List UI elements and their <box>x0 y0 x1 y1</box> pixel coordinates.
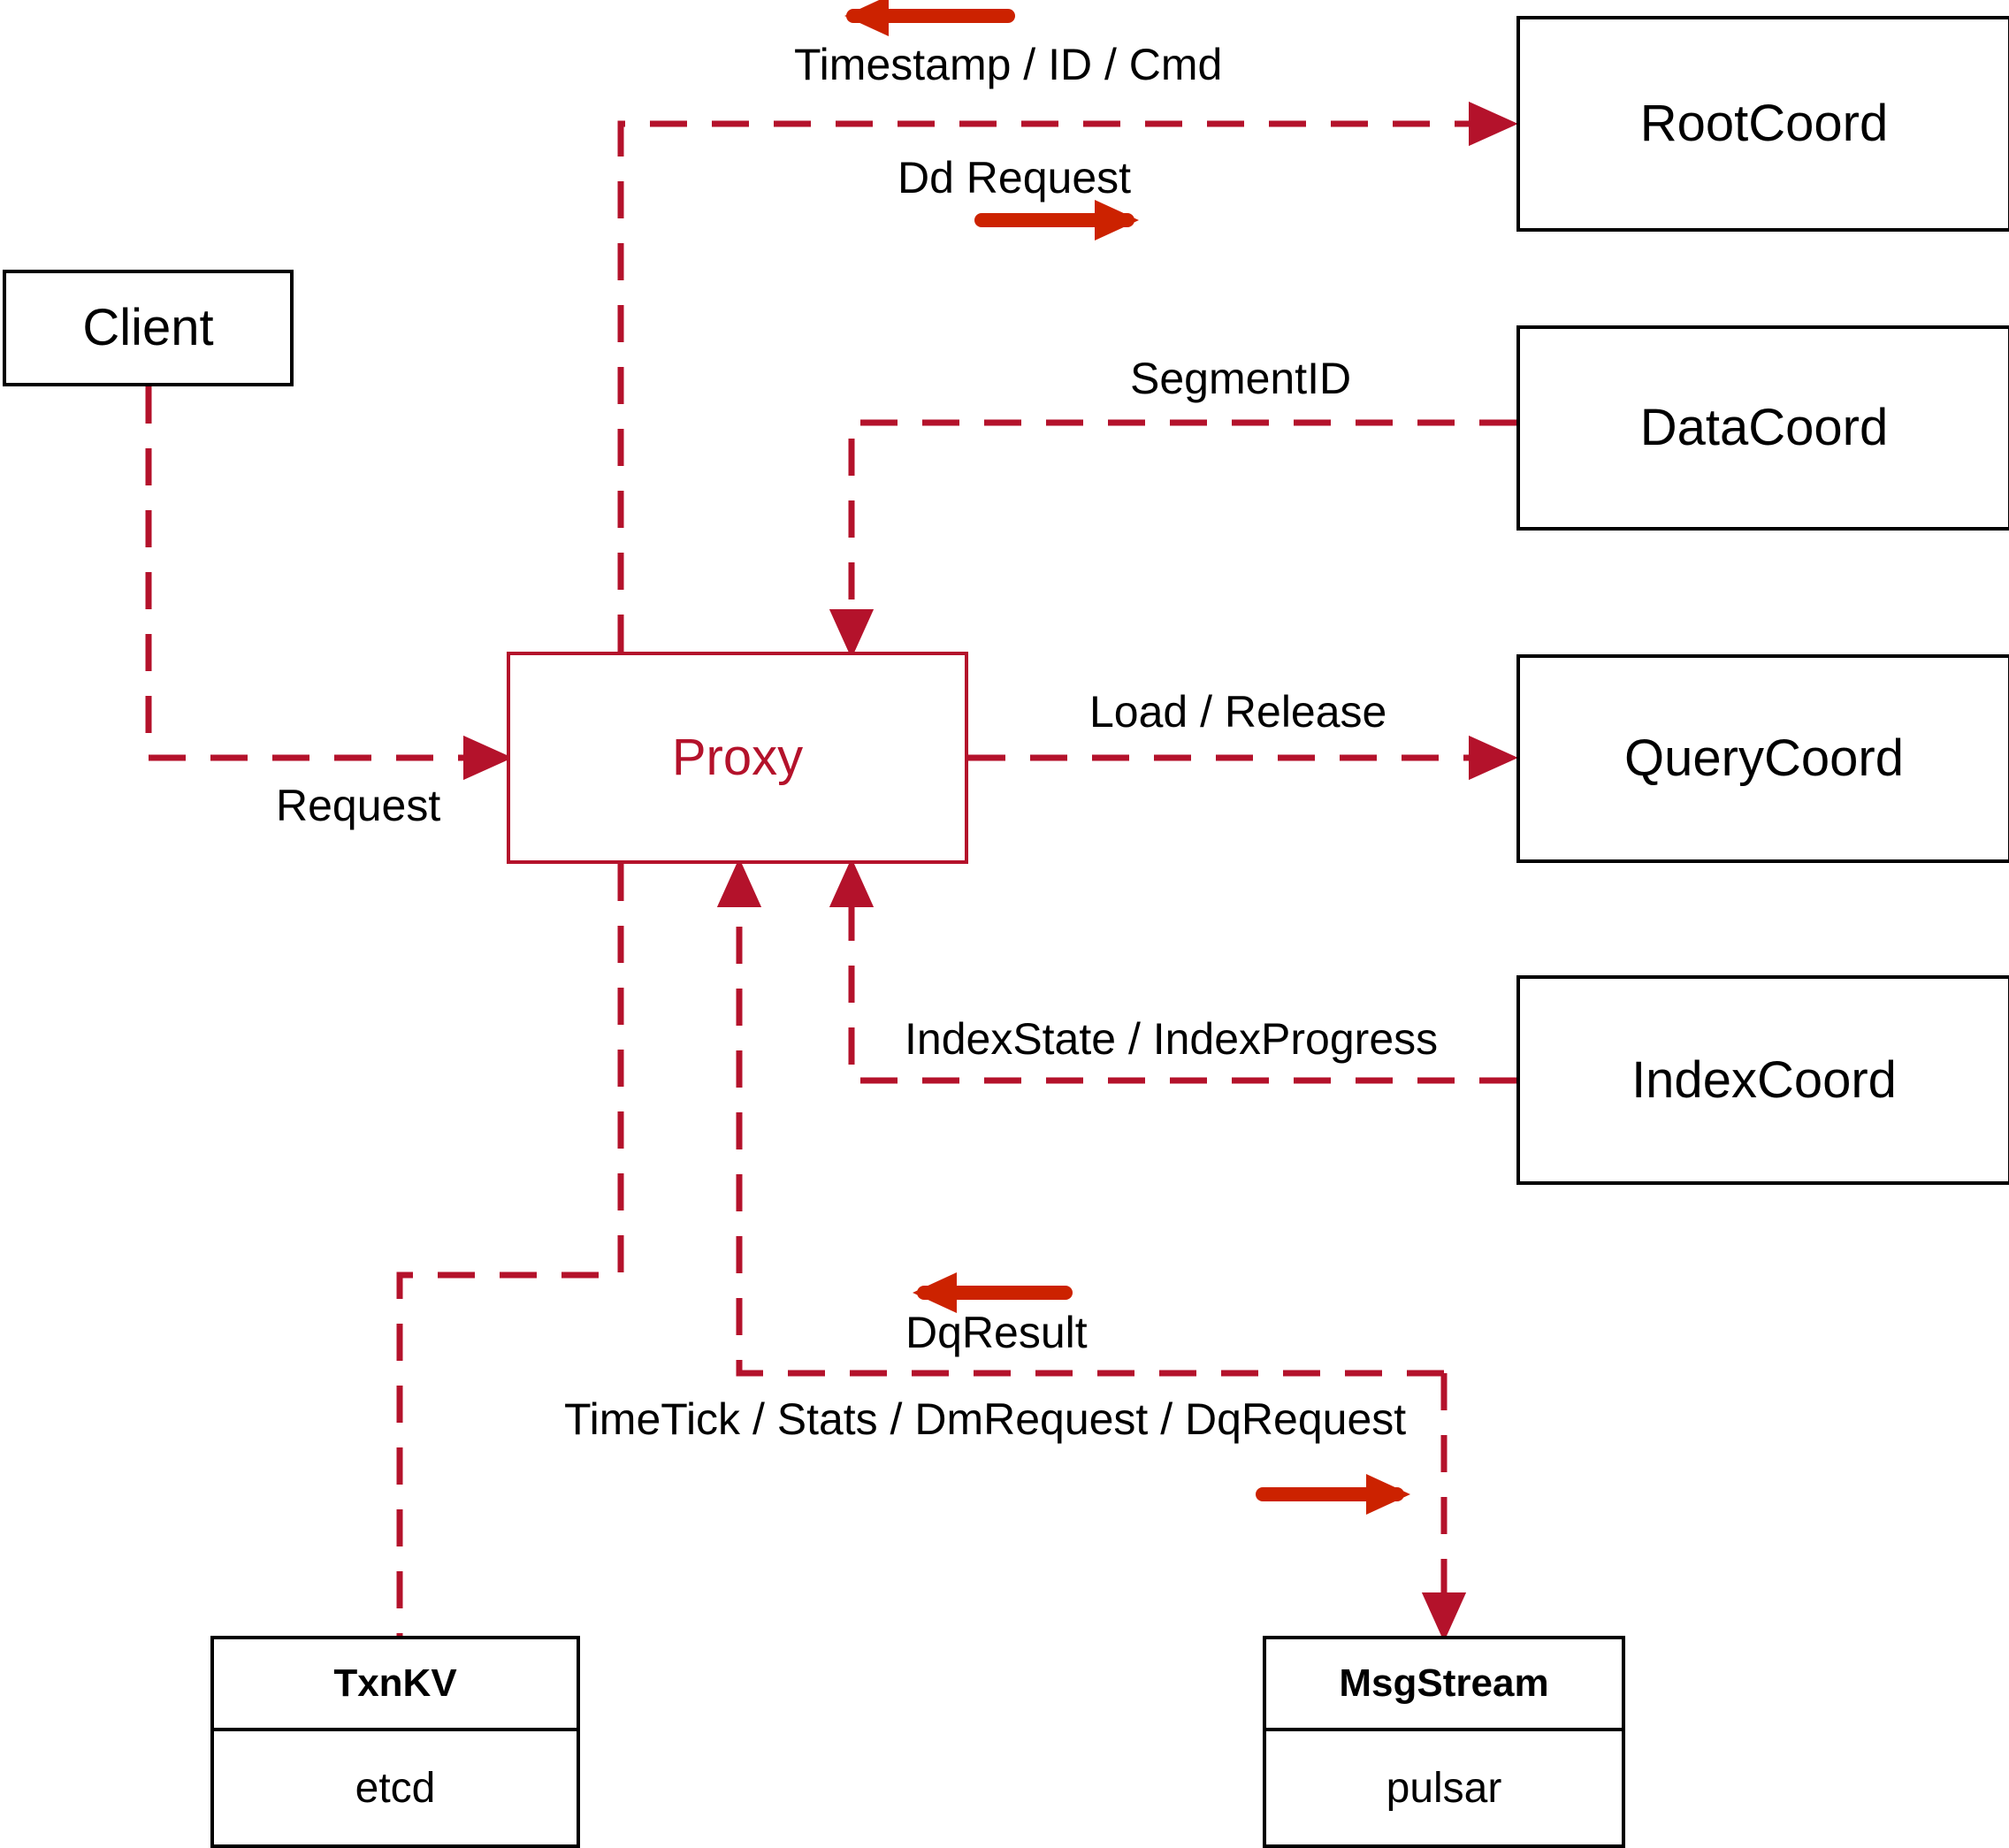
edge-proxy-txnkv <box>396 864 624 1636</box>
edge-client-proxy <box>145 386 513 781</box>
node-indexcoord[interactable]: IndexCoord <box>1516 975 2009 1185</box>
edge-label-timetick-stats: TimeTick / Stats / DmRequest / DqRequest <box>564 1394 1407 1444</box>
node-proxy[interactable]: Proxy <box>507 652 968 864</box>
edge-label-dq-result: DqResult <box>905 1308 1088 1357</box>
node-client[interactable]: Client <box>3 270 294 386</box>
legend-arrow-dd-request <box>974 200 1139 241</box>
store-txnkv-header-label: TxnKV <box>333 1661 457 1705</box>
legend-arrow-timestamp <box>844 0 1015 36</box>
store-txnkv-header: TxnKV <box>214 1639 577 1731</box>
store-msgstream-body-label: pulsar <box>1386 1764 1502 1812</box>
store-txnkv-body-label: etcd <box>355 1764 436 1812</box>
edge-datacoord-proxy <box>829 419 1516 659</box>
node-rootcoord[interactable]: RootCoord <box>1516 16 2009 232</box>
store-msgstream-header: MsgStream <box>1266 1639 1622 1731</box>
edge-msgstream-proxy <box>716 858 1444 1377</box>
node-querycoord[interactable]: QueryCoord <box>1516 654 2009 863</box>
edge-label-segment-id: SegmentID <box>1130 354 1352 403</box>
store-msgstream-body: pulsar <box>1266 1731 1622 1844</box>
store-txnkv-body: etcd <box>214 1731 577 1844</box>
edge-label-load-release: Load / Release <box>1089 687 1387 737</box>
edge-label-request: Request <box>276 781 441 830</box>
store-txnkv[interactable]: TxnKV etcd <box>210 1636 580 1848</box>
node-datacoord[interactable]: DataCoord <box>1516 325 2009 531</box>
edge-label-timestamp-id-cmd: Timestamp / ID / Cmd <box>794 40 1223 89</box>
node-datacoord-label: DataCoord <box>1639 399 1889 457</box>
edge-label-dd-request: Dd Request <box>898 153 1132 202</box>
node-rootcoord-label: RootCoord <box>1639 95 1889 153</box>
edge-proxy-rootcoord <box>617 101 1518 652</box>
store-msgstream-header-label: MsgStream <box>1339 1661 1549 1705</box>
store-msgstream[interactable]: MsgStream pulsar <box>1263 1636 1625 1848</box>
edge-label-index-state-progress: IndexState / IndexProgress <box>905 1014 1439 1064</box>
node-proxy-label: Proxy <box>671 729 804 787</box>
legend-arrow-timetick <box>1256 1474 1410 1515</box>
node-querycoord-label: QueryCoord <box>1624 729 1904 788</box>
node-client-label: Client <box>82 299 214 357</box>
node-indexcoord-label: IndexCoord <box>1631 1050 1897 1109</box>
